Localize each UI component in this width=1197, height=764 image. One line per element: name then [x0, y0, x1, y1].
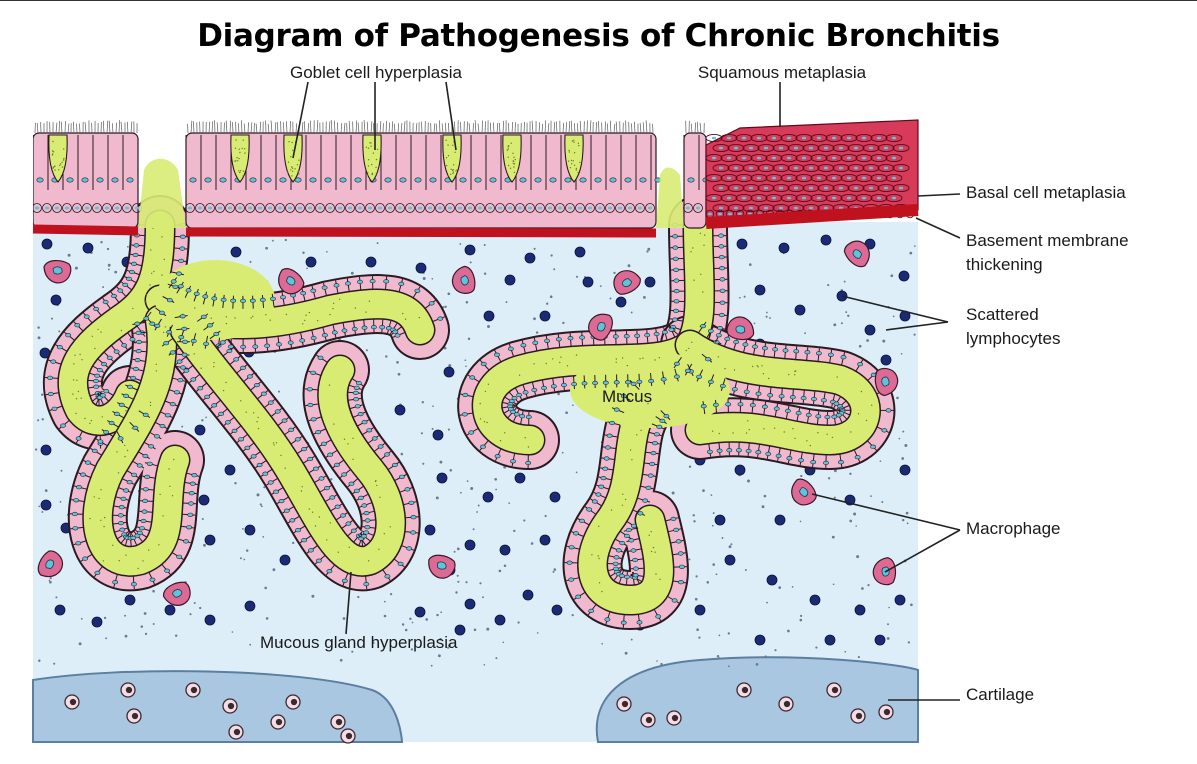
label-macrophage: Macrophage — [966, 519, 1061, 538]
label-basal-cell-metaplasia: Basal cell metaplasia — [966, 183, 1126, 202]
surface-epithelium — [33, 120, 710, 228]
label-mucous-gland-hyperplasia: Mucous gland hyperplasia — [260, 633, 458, 652]
label-cartilage: Cartilage — [966, 685, 1034, 704]
label-lymphocytes: lymphocytes — [966, 329, 1060, 348]
label-mucus: Mucus — [602, 387, 652, 406]
label-basement-membrane: Basement membrane — [966, 231, 1129, 250]
label-goblet-cell-hyperplasia: Goblet cell hyperplasia — [290, 63, 463, 82]
label-squamous-metaplasia: Squamous metaplasia — [698, 63, 867, 82]
label-basement-thickening: thickening — [966, 255, 1043, 274]
label-scattered: Scattered — [966, 305, 1039, 324]
